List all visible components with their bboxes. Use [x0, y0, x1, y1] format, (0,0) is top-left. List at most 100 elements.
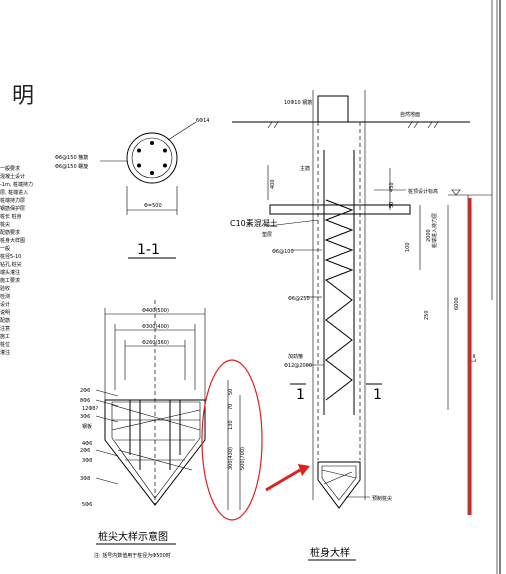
dim-450: 450	[389, 182, 395, 192]
rebar-dot	[150, 141, 154, 145]
note-line: 桩端持力层	[0, 197, 25, 204]
note-line: 一般	[0, 245, 10, 252]
pile-tip-shape	[317, 461, 361, 509]
label-6phi14: 6Φ14	[196, 118, 209, 124]
section-outer-circle	[126, 132, 178, 184]
note-line: 配筋	[0, 317, 10, 324]
tip-concrete	[111, 401, 201, 499]
spiral-stirrup	[324, 199, 354, 401]
note-line: 验收	[0, 285, 10, 292]
dim-50: 50	[389, 202, 395, 208]
note-line: 桩径5-10	[0, 253, 21, 260]
label-left-4: 加劲箍	[288, 353, 303, 360]
dim-L: L=	[471, 354, 478, 362]
red-arrow-head	[298, 464, 310, 476]
tip-dim: 70	[228, 404, 234, 410]
rebar-dot	[150, 171, 154, 175]
tip-dim: 130	[228, 420, 234, 430]
note-line: 混凝土设计	[0, 173, 25, 180]
label-rebar2: Φ6@150 螺旋	[55, 163, 88, 170]
rebar-dot	[137, 148, 142, 153]
label-phi260: Φ260(360)	[142, 340, 169, 346]
note-line: 钻孔,桩尖	[0, 261, 22, 268]
note-tip: 注: 括号内数值用于桩径为Φ500时	[94, 552, 171, 559]
tip-label-left: 2Φ6	[80, 388, 90, 394]
rebar-dot	[162, 148, 167, 153]
tip-label-mid: 12Φ8?	[82, 406, 98, 412]
note-line: 设计	[0, 301, 10, 308]
dim-2000: 2000	[426, 229, 432, 242]
note-line: 一般要求	[0, 165, 20, 172]
label-left-3: Φ6@250	[288, 296, 310, 302]
label-bottom: 预制桩尖	[372, 495, 392, 502]
tip-dim: 500(700)	[240, 447, 246, 470]
tip-label-left: 2Φ6	[80, 448, 90, 454]
dim-250: 250	[424, 310, 430, 320]
note-line: 桩身大样图	[0, 237, 25, 244]
red-arrow	[265, 468, 301, 492]
note-line: 层, 桩端进入	[0, 189, 28, 196]
dim-6000: 6000	[454, 297, 460, 310]
note-line: 配筋要求	[0, 229, 20, 236]
tip-label-mid: 4Φ6	[82, 441, 92, 447]
note-line: 桩尖	[0, 221, 10, 228]
tip-dim: 300(430)	[228, 447, 234, 470]
label-phi400: Φ400(500)	[142, 308, 169, 314]
section-mark-right: 1	[373, 387, 382, 403]
note-line: 施工要求	[0, 277, 20, 284]
section-1-1: 6Φ14 Φ6@150 箍筋 Φ6@150 螺旋 Φ=500 1-1	[55, 118, 209, 259]
caption-pile-body: 桩身大样	[310, 546, 350, 559]
leader-left-1	[267, 219, 319, 227]
ground-hatch	[267, 121, 439, 129]
elevation-mark	[451, 189, 461, 196]
rebar-dot	[162, 163, 167, 168]
label-left-4b: Φ12@2000	[284, 363, 312, 369]
dim-400: 400	[270, 179, 276, 189]
label-left-1: C10素混凝土	[230, 218, 278, 228]
note-line: 施工	[0, 333, 10, 340]
rebar-dot	[137, 163, 142, 168]
title-fragment: 明	[12, 84, 34, 109]
red-highlight-ellipse	[201, 359, 263, 521]
tip-label-mid: 3Φ8	[82, 458, 92, 464]
tip-label-mid: 5Φ6	[82, 502, 92, 508]
label-phi300: Φ300(400)	[142, 324, 169, 330]
note-line: 桩长 桩身	[0, 213, 22, 220]
pile-body-detail: 10Φ10 钢筋 自然地面 450 50 400 2000 100	[230, 90, 492, 561]
note-line: -1m, 桩端持力	[0, 181, 33, 188]
note-line: 注意	[0, 325, 10, 332]
tip-rebar	[111, 400, 201, 471]
section-inner-circle	[131, 137, 173, 179]
label-right-2: 桩端进入持力层	[431, 213, 438, 248]
pile-top-box	[317, 95, 349, 123]
tip-outline	[104, 399, 206, 506]
label-left-1b: 垫层	[262, 231, 272, 238]
label-main-rebar: 主筋	[300, 165, 310, 172]
tip-label-left: 3Φ8	[80, 476, 90, 482]
note-line: 桩位	[0, 341, 10, 348]
pile-tip-detail: Φ400(500) Φ300(400) Φ260(360) 2Φ6	[80, 300, 246, 559]
dim-100: 100	[405, 242, 411, 252]
label-rebar1: Φ6@150 箍筋	[55, 154, 88, 161]
note-line: 钢筋保护层	[0, 205, 25, 212]
leader-6phi14	[167, 121, 197, 141]
label-right-1: 桩顶设计标高	[408, 188, 438, 195]
section-label-1-1: 1-1	[137, 242, 160, 258]
note-line: 检测	[0, 293, 10, 300]
tip-right-dims: 50 70 130 300(430) 500(700)	[228, 389, 246, 470]
label-diameter: Φ=500	[144, 203, 162, 209]
tip-label-mid: 钢板	[82, 423, 92, 430]
note-line: 灌注	[0, 349, 10, 356]
label-left-2: Φ6@100	[272, 249, 294, 255]
section-mark-left: 1	[296, 387, 305, 403]
tip-dim: 50	[228, 389, 234, 395]
tip-left-labels: 2Φ6 8Φ6 3Φ6 2Φ6 3Φ8 12Φ8? 钢板 4Φ6 3Φ8 5Φ6	[80, 388, 119, 508]
tip-label-left: 8Φ6	[80, 398, 90, 404]
pile-tip-fill	[321, 465, 357, 501]
label-ground: 自然地面	[400, 111, 420, 118]
tip-label-left: 3Φ6	[80, 414, 90, 420]
note-line: 端头灌注	[0, 269, 20, 276]
note-line: 说明	[0, 309, 10, 316]
label-top: 10Φ10 钢筋	[284, 99, 312, 106]
